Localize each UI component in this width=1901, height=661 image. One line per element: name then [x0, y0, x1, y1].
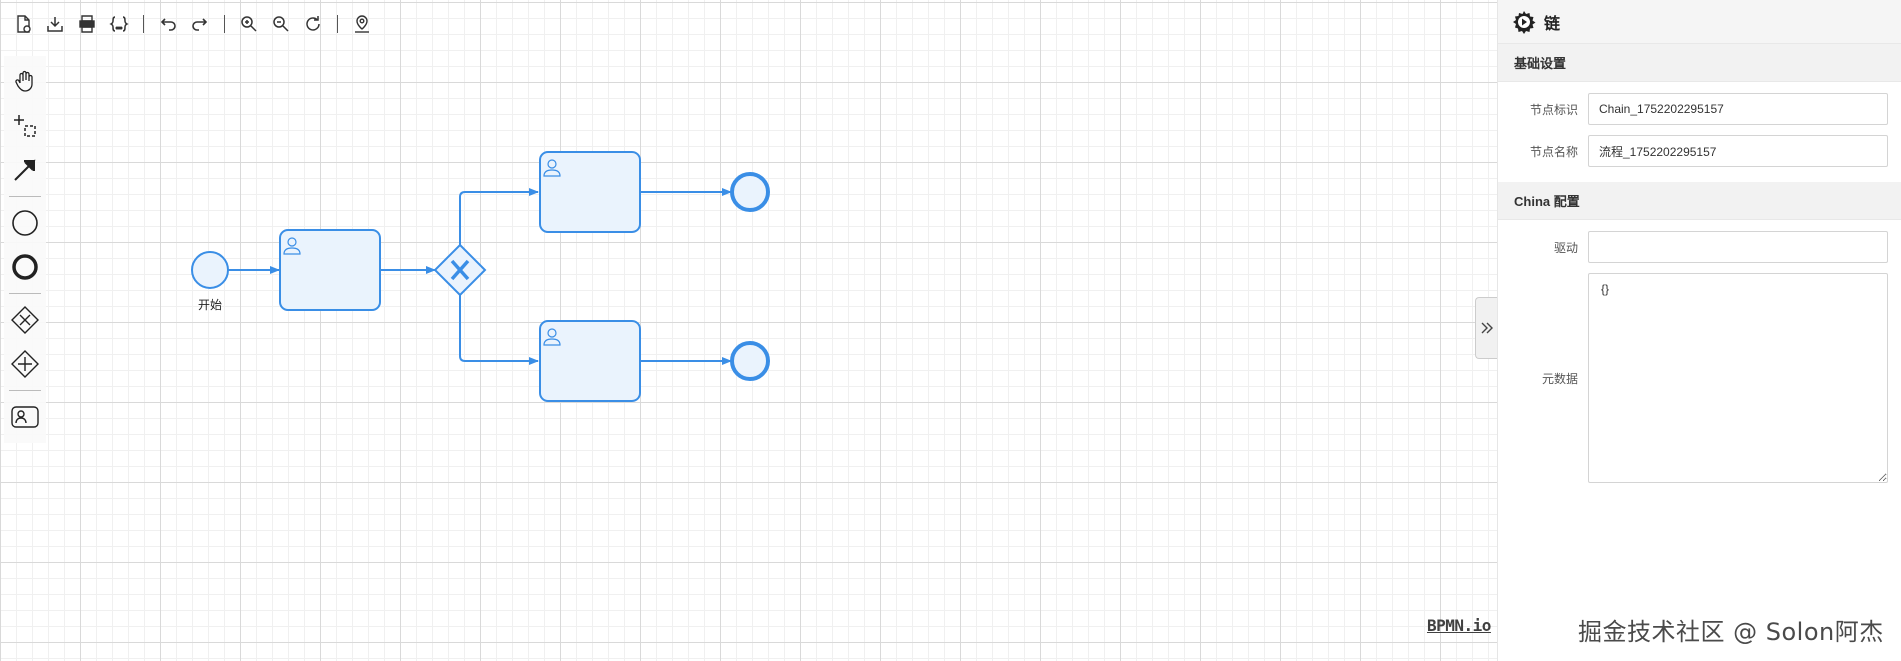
download-icon[interactable] — [42, 11, 68, 37]
watermark-text: 掘金技术社区 @ Solon阿杰 — [1578, 618, 1884, 646]
user-task[interactable] — [539, 151, 641, 233]
redo-icon[interactable] — [187, 11, 213, 37]
user-icon — [543, 328, 561, 346]
lasso-tool-icon[interactable] — [6, 104, 44, 148]
x-mark-icon — [450, 259, 470, 281]
undo-icon[interactable] — [155, 11, 181, 37]
user-task-icon[interactable] — [6, 395, 44, 439]
double-chevron-right-icon — [1481, 322, 1493, 334]
palette-separator — [9, 293, 41, 294]
sequence-flow[interactable] — [459, 188, 539, 245]
bpmn-diagram — [191, 151, 770, 402]
bpmn-io-logo[interactable]: BPMN.io — [1427, 616, 1491, 635]
user-task[interactable] — [279, 229, 381, 311]
group-header-china[interactable]: China 配置 — [1498, 182, 1901, 220]
view-xml-icon[interactable] — [106, 11, 132, 37]
chain-gear-icon — [1513, 10, 1536, 34]
user-icon — [283, 237, 301, 255]
locate-icon[interactable] — [349, 11, 375, 37]
driver-label: 驱动 — [1553, 240, 1578, 255]
user-icon — [543, 159, 561, 177]
tool-palette — [4, 56, 46, 443]
top-toolbar — [10, 6, 375, 42]
node-name-label: 节点名称 — [1529, 144, 1578, 159]
start-event-label: 开始 — [198, 298, 223, 312]
new-file-icon[interactable] — [10, 11, 36, 37]
user-task[interactable] — [539, 320, 641, 402]
panel-toggle-button[interactable] — [1475, 297, 1497, 359]
zoom-in-icon[interactable] — [236, 11, 262, 37]
start-event[interactable] — [191, 251, 229, 289]
exclusive-gateway[interactable] — [433, 243, 487, 297]
toolbar-separator — [143, 15, 144, 33]
toolbar-separator — [337, 15, 338, 33]
field-row-node-name: 节点名称 — [1498, 130, 1901, 172]
end-event[interactable] — [730, 172, 770, 212]
exclusive-gateway-icon[interactable] — [6, 298, 44, 342]
end-event[interactable] — [730, 341, 770, 381]
export-image-icon[interactable] — [74, 11, 100, 37]
panel-header: 链 — [1498, 0, 1901, 44]
palette-separator — [9, 390, 41, 391]
field-row-driver: 驱动 — [1498, 226, 1901, 268]
sequence-flow[interactable] — [459, 295, 539, 365]
connect-tool-icon[interactable] — [6, 148, 44, 192]
hand-tool-icon[interactable] — [6, 60, 44, 104]
node-name-input[interactable] — [1588, 135, 1888, 167]
end-event-icon[interactable] — [6, 245, 44, 289]
zoom-out-icon[interactable] — [268, 11, 294, 37]
node-id-label: 节点标识 — [1529, 102, 1578, 117]
node-id-input[interactable] — [1588, 93, 1888, 125]
properties-panel: 链 基础设置 节点标识 节点名称 China 配置 驱动 元数据 {} — [1497, 0, 1901, 661]
palette-separator — [9, 196, 41, 197]
field-row-meta: 元数据 {} — [1498, 268, 1901, 488]
meta-label: 元数据 — [1541, 371, 1578, 386]
toolbar-separator — [224, 15, 225, 33]
diagram-canvas[interactable] — [0, 0, 1497, 661]
reset-zoom-icon[interactable] — [300, 11, 326, 37]
field-row-node-id: 节点标识 — [1498, 88, 1901, 130]
meta-textarea[interactable]: {} — [1588, 273, 1888, 483]
panel-title: 链 — [1544, 15, 1561, 33]
group-header-basic[interactable]: 基础设置 — [1498, 44, 1901, 82]
start-event-icon[interactable] — [6, 201, 44, 245]
parallel-gateway-icon[interactable] — [6, 342, 44, 386]
driver-input[interactable] — [1588, 231, 1888, 263]
